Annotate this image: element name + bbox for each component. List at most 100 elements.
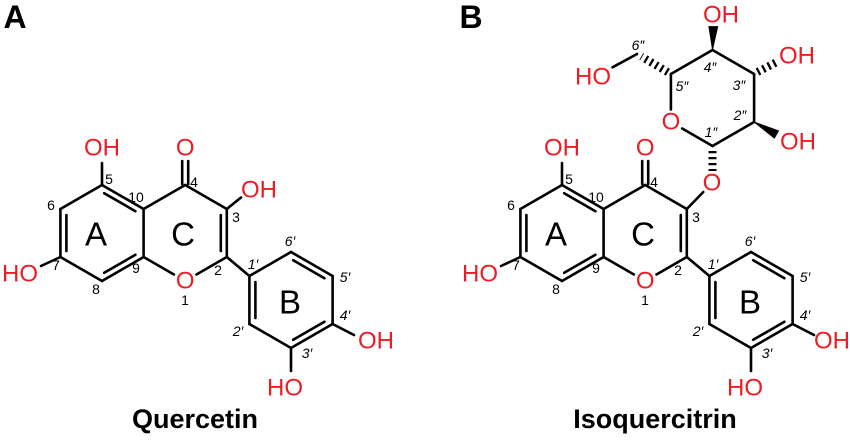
iq-bond-c10-c5 [560, 183, 605, 211]
qa-locant-6p: 6′ [285, 233, 297, 249]
glc-locant-5pp: 5″ [676, 78, 690, 94]
iq-bond-c5-c6 [519, 183, 564, 211]
qa-locant-10: 10 [128, 189, 144, 205]
glc-atom-ring-o: O [662, 109, 681, 136]
glucose-moiety: O OH OH OH HO 1″ 2″ 3″ 4″ 5″ 6″ [575, 2, 816, 171]
qa-bond-c10-c4 [142, 183, 187, 211]
compound-name-quercetin: Quercetin [132, 404, 258, 434]
qa-bond-c2-c1p [225, 255, 251, 278]
qa-bond-c3p-c2p [248, 322, 293, 350]
qa-bond-c4p-oh [331, 322, 356, 337]
qa-atom-oh3: OH [241, 177, 277, 204]
glc-bond-c6pp-ho [611, 52, 639, 69]
qa-dbond-c6p-c5p-inner [291, 258, 326, 280]
qa-locant-5p: 5′ [340, 269, 352, 285]
panel-b-letter: B [459, 0, 482, 35]
qa-bond-c7-ho [39, 255, 62, 268]
qa-locant-2: 2 [214, 262, 222, 278]
iq-bond-c8-c9 [560, 255, 605, 283]
qa-bond-c4p-c3p [289, 322, 334, 350]
qa-locant-3: 3 [232, 209, 240, 225]
iq-bond-c10-c4 [602, 183, 647, 211]
glc-atom-oh2pp: OH [780, 129, 816, 156]
iq-atom-ho3p: HO [727, 375, 763, 402]
glc-locant-2pp: 2″ [733, 107, 748, 123]
iq-bond-c6p-c5p [749, 250, 794, 278]
qa-bond-o1-c9 [142, 255, 176, 276]
iq-dbond-c6p-c5p-inner [751, 258, 786, 280]
iq-bond-c2-o1 [655, 255, 689, 276]
iq-locant-2p: 2′ [692, 323, 705, 339]
iq-bond-o1-c9 [602, 255, 636, 276]
qa-locant-8: 8 [92, 281, 100, 297]
iq-ring-letter-c: C [631, 216, 655, 253]
glc-locant-3pp: 3″ [733, 77, 747, 93]
iq-dbond-c10-c5-inner [562, 191, 597, 213]
qa-atom-o1: O [176, 268, 195, 295]
glc-hash-bond-c3pp-oh [755, 57, 780, 76]
panel-a-letter: A [3, 0, 26, 35]
iq-locant-5p: 5′ [800, 269, 812, 285]
glc-bond-c2pp-c1pp [711, 120, 756, 148]
qa-locant-9: 9 [132, 260, 140, 276]
qa-locant-2p: 2′ [232, 323, 245, 339]
iq-locant-9: 9 [592, 260, 600, 276]
qa-bond-c10-c5 [100, 183, 145, 211]
qa-bond-c5-c6 [59, 183, 104, 211]
iq-dbond-c4p-c3p-inner [751, 320, 786, 342]
iq-atom-ho7: HO [462, 261, 498, 288]
glc-wedge-bond-c2pp-oh [753, 121, 779, 139]
qa-ring-letter-a: A [85, 216, 107, 253]
qa-locant-6: 6 [47, 197, 55, 213]
iq-locant-6: 6 [507, 197, 515, 213]
iq-locant-4p: 4′ [800, 307, 812, 323]
iq-locant-8: 8 [552, 281, 560, 297]
qa-locant-7: 7 [52, 257, 60, 273]
qa-atom-ho3p: HO [267, 375, 303, 402]
iq-atom-oh5: OH [544, 135, 580, 162]
iq-bond-c1p-c6p [708, 250, 753, 278]
iq-bond-c4-c3 [643, 183, 689, 211]
glc-wedge-bond-c4pp-oh [708, 26, 719, 51]
iq-locant-1p: 1′ [708, 256, 720, 272]
qa-locant-3p: 3′ [302, 345, 314, 361]
qa-bond-c1p-c6p [248, 250, 293, 278]
qa-locant-1p: 1′ [248, 256, 260, 272]
iq-locant-4: 4 [650, 174, 658, 190]
qa-bond-c3-oh [225, 196, 243, 211]
iq-bond-c7-c8 [519, 255, 564, 283]
qa-bond-c2-o1 [195, 255, 229, 276]
iq-locant-1: 1 [641, 292, 649, 308]
glc-bond-c4pp-c3pp [711, 48, 756, 76]
qa-ring-letter-b: B [279, 284, 301, 321]
qa-dbond-c8-c9-inner [102, 253, 137, 275]
iq-locant-10: 10 [588, 189, 604, 205]
iq-bond-c2-c1p [685, 255, 711, 278]
qa-bond-c6p-c5p [289, 250, 334, 278]
iq-ring-letter-b: B [739, 284, 761, 321]
qa-atom-o4-ketone: O [176, 135, 195, 162]
iq-bond-c3-glycosidic-o [685, 190, 705, 211]
iq-atom-oh4p: OH [814, 328, 850, 355]
iq-atom-glycosidic-o3: O [703, 170, 722, 197]
iq-bond-c3p-c2p [708, 322, 753, 350]
qa-locant-4p: 4′ [340, 307, 352, 323]
qa-atom-oh5: OH [84, 135, 120, 162]
iq-ring-letter-a: A [545, 216, 567, 253]
qa-atom-ho7: HO [2, 261, 38, 288]
glc-locant-4pp: 4″ [704, 59, 718, 75]
glc-hash-bond-c5pp-c6pp [639, 53, 670, 76]
iq-bond-c7-ho [499, 255, 522, 268]
panel-quercetin: A OH [2, 0, 394, 434]
iq-locant-5: 5 [565, 171, 573, 187]
qa-dbond-c4p-c3p-inner [291, 320, 326, 342]
qa-locant-5: 5 [105, 171, 113, 187]
iq-bond-c4p-oh [791, 322, 816, 337]
iq-locant-3: 3 [692, 209, 700, 225]
qa-locant-4: 4 [190, 174, 198, 190]
iq-dbond-c8-c9-inner [562, 253, 597, 275]
glc-atom-ho6pp: HO [575, 64, 611, 91]
qa-bond-c7-c8 [59, 255, 104, 283]
